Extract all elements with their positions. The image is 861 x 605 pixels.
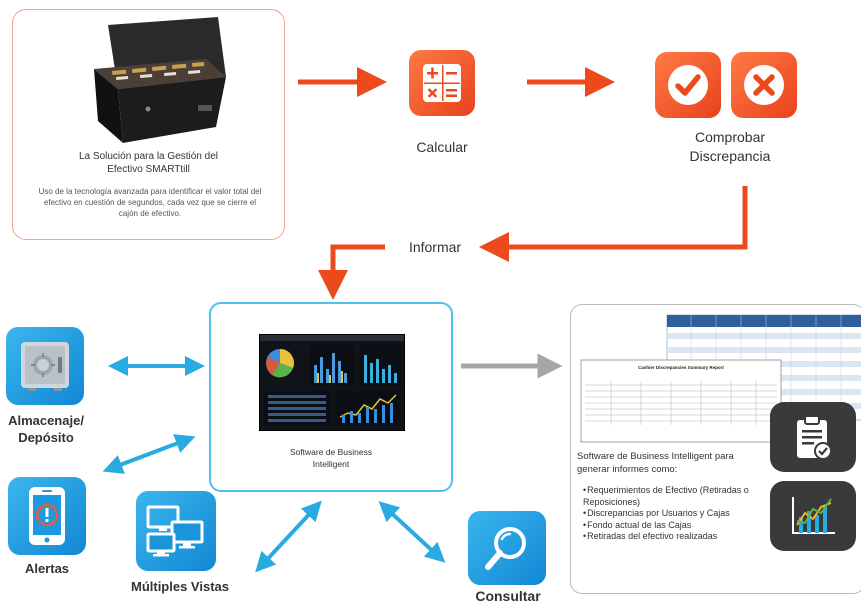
report-list-item: Discrepancias por Usuarios y Cajas: [583, 508, 778, 520]
arrow-informar-to-bi: [318, 244, 385, 300]
bi-dashboard-screenshot: [259, 334, 405, 431]
step-label-informar: Informar: [408, 239, 462, 255]
smarttill-title: La Solución para la Gestión del Efectivo…: [79, 151, 218, 175]
output-label-consultar: Consultar: [475, 588, 541, 604]
line-chart-icon: [770, 481, 856, 551]
bi-software-box: Software de Business Intelligent: [209, 302, 453, 492]
bi-caption: Software de Business Intelligent: [289, 447, 373, 469]
safe-icon[interactable]: [6, 327, 84, 405]
calculator-icon: [409, 50, 475, 116]
output-label-alertas: Alertas: [24, 561, 70, 576]
report-list-item: Retiradas del efectivo realizadas: [583, 531, 778, 543]
output-label-almacenaje: Almacenaje/ Depósito: [8, 413, 84, 445]
arrow-comprobar-to-informar: [479, 186, 748, 262]
report-list: Requerimientos de Efectivo (Retiradas o …: [583, 485, 778, 543]
report-doc-title: Cashier Discrepancies Summary Report: [638, 365, 724, 370]
cross-icon: [731, 52, 797, 118]
smartphone-alert-icon[interactable]: [8, 477, 86, 555]
report-list-item: Fondo actual de las Cajas: [583, 520, 778, 532]
check-icon: [655, 52, 721, 118]
arrow-bi-consultar: [378, 501, 446, 563]
report-panel: Cashier Discrepancies Summary Report Sof…: [570, 304, 861, 594]
smarttill-card: La Solución para la Gestión del Efectivo…: [12, 9, 285, 240]
multiple-monitors-icon[interactable]: [136, 491, 216, 571]
output-label-multiples-vistas: Múltiples Vistas: [130, 579, 229, 594]
magnifier-search-icon[interactable]: [468, 511, 546, 585]
arrow-bi-vistas: [255, 500, 322, 573]
step-label-comprobar: Comprobar Discrepancia: [689, 129, 771, 164]
report-list-item: Requerimientos de Efectivo (Retiradas o …: [583, 485, 778, 508]
step-label-calcular: Calcular: [416, 139, 468, 155]
arrow-bi-alertas: [102, 434, 196, 474]
smarttill-description: Uso de la tecnología avanzada para ident…: [38, 187, 262, 218]
clipboard-check-icon: [770, 402, 856, 472]
cash-drawer-image: [94, 17, 226, 143]
report-intro: Software de Business Intelligent para ge…: [577, 451, 734, 475]
